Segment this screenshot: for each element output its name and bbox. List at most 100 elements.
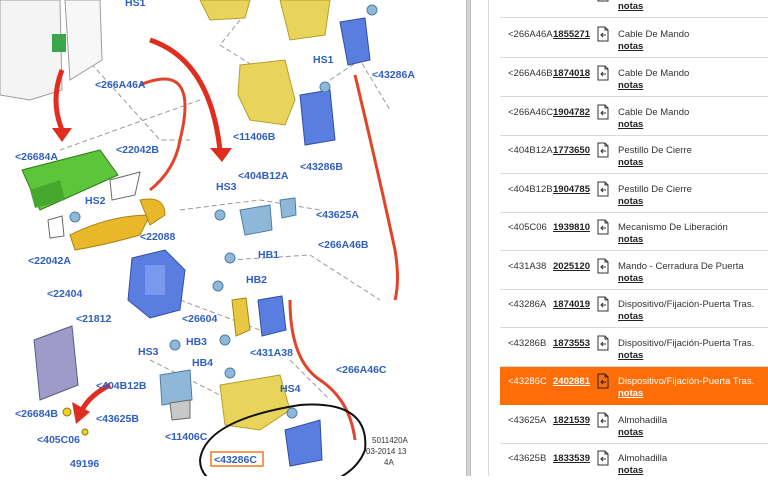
label-26684A[interactable]: <26684A bbox=[15, 151, 58, 163]
part-number-link[interactable]: 1874018 bbox=[553, 68, 590, 79]
part-code: <431A38 bbox=[508, 261, 547, 272]
notes-link[interactable]: notas bbox=[618, 234, 644, 245]
label-22042A[interactable]: <22042A bbox=[28, 255, 71, 267]
diagram-ref-2: 03-2014 13 bbox=[366, 447, 407, 456]
part-26684A-icon bbox=[21, 149, 119, 211]
document-arrow-icon[interactable] bbox=[596, 0, 610, 2]
part-number-link[interactable]: 1904782 bbox=[553, 107, 590, 118]
label-hb2[interactable]: HB2 bbox=[246, 274, 267, 286]
part-code: <43286C bbox=[508, 376, 547, 387]
label-hs1-top[interactable]: HS1 bbox=[125, 0, 146, 9]
notes-link[interactable]: notas bbox=[618, 196, 644, 207]
label-49196[interactable]: 49196 bbox=[70, 458, 99, 470]
label-hb3[interactable]: HB3 bbox=[186, 336, 207, 348]
part-description: Almohadilla bbox=[618, 453, 668, 464]
document-arrow-icon[interactable] bbox=[596, 450, 610, 466]
label-43286C[interactable]: <43286C bbox=[214, 454, 257, 466]
part-description: Dispositivo/Fijación-Puerta Tras. bbox=[618, 299, 755, 310]
label-43286A[interactable]: <43286A bbox=[372, 69, 415, 81]
part-number-link[interactable]: 1821539 bbox=[553, 415, 590, 426]
label-hs3b[interactable]: HS3 bbox=[138, 346, 159, 358]
label-hb4[interactable]: HB4 bbox=[192, 357, 213, 369]
notes-link[interactable]: notas bbox=[618, 311, 644, 322]
label-hs4[interactable]: HS4 bbox=[280, 383, 301, 395]
label-22404[interactable]: <22404 bbox=[47, 288, 82, 300]
part-top-housing-icon bbox=[199, 0, 331, 41]
part-code: <43625B bbox=[508, 453, 547, 464]
part-number-link[interactable]: 2402881 bbox=[553, 376, 590, 387]
notes-link[interactable]: notas bbox=[618, 119, 644, 130]
label-26684B[interactable]: <26684B bbox=[15, 408, 58, 420]
label-11406B[interactable]: <11406B bbox=[233, 131, 276, 143]
label-26604[interactable]: <26604 bbox=[182, 313, 217, 325]
part-description: Pestillo De Cierre bbox=[618, 145, 692, 156]
part-number-link[interactable]: 1773650 bbox=[553, 145, 590, 156]
document-arrow-icon[interactable] bbox=[596, 104, 610, 120]
part-11406B-icon bbox=[237, 59, 296, 126]
label-431A38[interactable]: <431A38 bbox=[250, 347, 293, 359]
door-outline-icon bbox=[0, 0, 103, 101]
parts-row: <266A46C 1904782 Cable De Mando notas bbox=[500, 98, 768, 136]
label-11406C[interactable]: <11406C bbox=[165, 431, 208, 443]
parts-row: <43286B 1873553 Dispositivo/Fijación-Pue… bbox=[500, 329, 768, 367]
notes-link[interactable]: notas bbox=[618, 427, 644, 438]
cable-266A46A bbox=[139, 77, 187, 192]
notes-link[interactable]: notas bbox=[618, 1, 644, 12]
label-hs1[interactable]: HS1 bbox=[313, 54, 334, 66]
part-number-link[interactable]: 1873553 bbox=[553, 338, 590, 349]
document-arrow-icon[interactable] bbox=[596, 181, 610, 197]
label-hs2[interactable]: HS2 bbox=[85, 195, 106, 207]
part-code: <43625A bbox=[508, 415, 547, 426]
part-number-link[interactable]: 1939810 bbox=[553, 222, 590, 233]
label-43625A[interactable]: <43625A bbox=[316, 209, 359, 221]
document-arrow-icon[interactable] bbox=[596, 219, 610, 235]
label-hb1[interactable]: HB1 bbox=[258, 249, 279, 261]
part-description: Dispositivo/Fijación-Puerta Tras. bbox=[618, 376, 755, 387]
document-arrow-icon[interactable] bbox=[596, 26, 610, 42]
label-404B12A[interactable]: <404B12A bbox=[238, 170, 289, 182]
part-number-link[interactable]: 1833539 bbox=[553, 453, 590, 464]
part-26604-icon bbox=[231, 297, 251, 337]
notes-link[interactable]: notas bbox=[618, 41, 644, 52]
part-number-link[interactable]: 1855271 bbox=[553, 29, 590, 40]
part-number-link[interactable]: 1904785 bbox=[553, 184, 590, 195]
part-description: Pestillo De Cierre bbox=[618, 184, 692, 195]
parts-row: notas bbox=[500, 0, 768, 18]
document-arrow-icon[interactable] bbox=[596, 142, 610, 158]
notes-link[interactable]: notas bbox=[618, 388, 644, 399]
document-arrow-icon[interactable] bbox=[596, 258, 610, 274]
label-hs3[interactable]: HS3 bbox=[216, 181, 237, 193]
document-arrow-icon[interactable] bbox=[596, 373, 610, 389]
notes-link[interactable]: notas bbox=[618, 80, 644, 91]
parts-row: <43286A 1874019 Dispositivo/Fijación-Pue… bbox=[500, 290, 768, 328]
part-code: <43286B bbox=[508, 338, 547, 349]
part-number-link[interactable]: 1874019 bbox=[553, 299, 590, 310]
label-266A46C[interactable]: <266A46C bbox=[336, 364, 387, 376]
document-arrow-icon[interactable] bbox=[596, 296, 610, 312]
parts-row: <404B12A 1773650 Pestillo De Cierre nota… bbox=[500, 136, 768, 174]
panel-divider[interactable] bbox=[466, 0, 471, 476]
label-43625B[interactable]: <43625B bbox=[96, 413, 139, 425]
handle-22088-icon bbox=[69, 198, 166, 251]
notes-link[interactable]: notas bbox=[618, 157, 644, 168]
label-22042B[interactable]: <22042B bbox=[116, 144, 159, 156]
part-number-link[interactable]: 2025120 bbox=[553, 261, 590, 272]
label-266A46B[interactable]: <266A46B bbox=[318, 239, 369, 251]
label-21812[interactable]: <21812 bbox=[76, 313, 111, 325]
lock-21812-icon bbox=[127, 249, 186, 319]
label-266A46A[interactable]: <266A46A bbox=[95, 79, 146, 91]
document-arrow-icon[interactable] bbox=[596, 65, 610, 81]
notes-link[interactable]: notas bbox=[618, 350, 644, 361]
label-405C06[interactable]: <405C06 bbox=[37, 434, 80, 446]
document-arrow-icon[interactable] bbox=[596, 335, 610, 351]
label-22088[interactable]: <22088 bbox=[140, 231, 175, 243]
parts-row: <431A38 2025120 Mando - Cerradura De Pue… bbox=[500, 252, 768, 290]
label-404B12B[interactable]: <404B12B bbox=[96, 380, 147, 392]
document-arrow-icon[interactable] bbox=[596, 412, 610, 428]
notes-link[interactable]: notas bbox=[618, 465, 644, 476]
label-43286B[interactable]: <43286B bbox=[300, 161, 343, 173]
part-description: Mando - Cerradura De Puerta bbox=[618, 261, 744, 272]
parts-row-selected[interactable]: <43286C 2402881 Dispositivo/Fijación-Pue… bbox=[500, 367, 768, 405]
notes-link[interactable]: notas bbox=[618, 273, 644, 284]
bottom-scroll-area[interactable] bbox=[0, 476, 768, 500]
